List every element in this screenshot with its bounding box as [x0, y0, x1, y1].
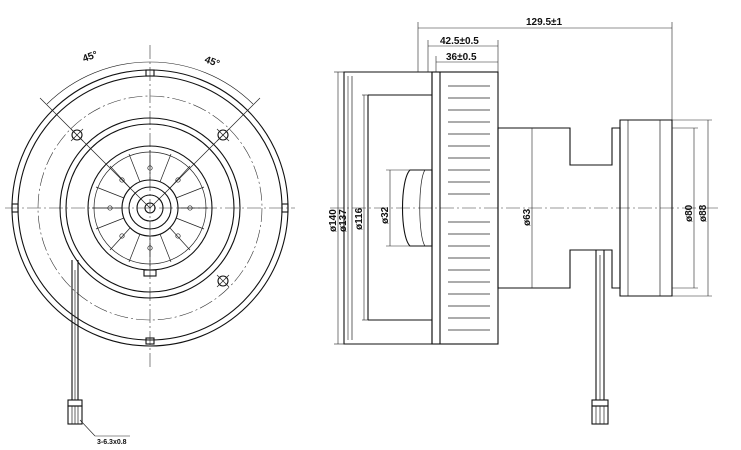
- shaft-circle: [144, 202, 156, 214]
- cooling-fins: [448, 85, 490, 331]
- inlet-outline: [367, 94, 432, 321]
- hub-inner-circle: [136, 194, 164, 222]
- mounting-pitch-circle: [37, 95, 263, 321]
- angle-arc-left: [46, 61, 151, 105]
- side-cable: [591, 250, 609, 425]
- dim-dia-88: ø88: [698, 204, 709, 222]
- diameter-dimensions: [334, 71, 712, 345]
- hub-middle-circle: [128, 186, 172, 230]
- impeller-holes: [107, 165, 193, 251]
- dim-dia-140: ø140: [328, 209, 339, 232]
- front-view: 45° 45° 3-6.3x0.8: [5, 45, 295, 446]
- angle-line-right: [149, 97, 261, 209]
- angle-arc-right: [149, 61, 254, 105]
- wire-callout: 3-6.3x0.8: [97, 439, 127, 446]
- angle-line-left: [39, 97, 151, 209]
- dim-overall-length: 129.5±1: [526, 17, 563, 28]
- inlet-ring-inner: [65, 123, 235, 293]
- dim-36: 36±0.5: [446, 52, 477, 63]
- hub-bulge-inner: [419, 169, 426, 247]
- inlet-ring-outer: [59, 117, 241, 299]
- dim-dia-80: ø80: [684, 204, 695, 222]
- front-cable: [67, 260, 130, 437]
- angle-label-right: 45°: [203, 54, 221, 70]
- angle-label-left: 45°: [81, 49, 99, 65]
- side-view: 129.5±1 42.5±0.5 36±0.5 ø140 ø137 ø116 ø…: [328, 17, 720, 425]
- hub-bulge: [401, 169, 433, 247]
- dim-dia-32: ø32: [380, 206, 391, 224]
- dim-42-5: 42.5±0.5: [440, 36, 479, 47]
- dim-dia-63: ø63: [522, 208, 533, 226]
- housing-notches: [11, 69, 289, 345]
- dim-dia-137: ø137: [338, 209, 349, 232]
- dim-dia-116: ø116: [354, 207, 365, 230]
- horizontal-dimensions: [417, 22, 673, 120]
